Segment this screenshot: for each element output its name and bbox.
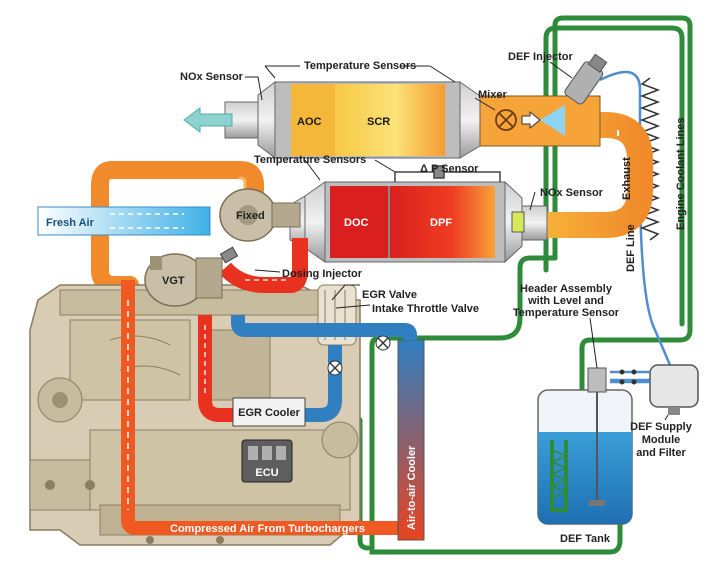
def-supply-module [610,364,699,415]
dosing-injector [219,246,239,264]
fresh-air-duct [37,206,211,236]
ecu-label: ECU [255,467,278,479]
clean-exhaust-arrow [183,107,233,133]
vgt-turbo [144,253,223,307]
def-supply-label-1: DEF Supply [630,421,693,433]
aoc-scr-canister [224,80,601,160]
fresh-air-label: Fresh Air [46,217,95,229]
temperature-sensors-top-label: Temperature Sensors [304,60,416,72]
compressed-air-pipe [91,161,264,294]
hot-exhaust-pipe [198,315,235,422]
engine-coolant-lines-label: Engine Coolant Lines [675,118,687,230]
dosing-injector-label: Dosing Injector [282,268,363,280]
def-supply-label-3: and Filter [636,447,686,459]
nox-sensor-mid-label: NOx Sensor [540,187,604,199]
egr-valve [327,360,343,376]
mixer-label: Mixer [478,89,507,101]
intake-air-pipe [231,315,417,340]
egr-valve-label: EGR Valve [362,289,417,301]
compressed-air-label: Compressed Air From Turbochargers [170,523,365,535]
def-spray [540,105,565,136]
mixer [495,109,517,131]
aoc-label: AOC [297,116,322,128]
temperature-sensors-mid-label: Temperature Sensors [254,154,366,166]
fixed-turbo [219,188,301,242]
doc-dpf-canister [289,180,548,264]
def-line-label: DEF Line [625,224,637,272]
egr-cooler [232,397,306,427]
egr-cooled-pipe [305,345,342,422]
def-tank [537,367,633,525]
intake-throttle-valve [375,335,391,351]
dp-sensor [394,165,501,182]
dpf-label: DPF [430,217,452,229]
fixed-label: Fixed [236,210,265,222]
ecu [241,439,293,483]
scr-label: SCR [367,116,390,128]
dp-sensor-label: Δ P Sensor [420,163,479,175]
exhaust-pipe [545,112,653,238]
air-to-air-cooler-label: Air-to-air Cooler [406,445,418,530]
def-injector-label: DEF Injector [508,51,574,63]
def-tank-label: DEF Tank [560,533,611,545]
header-assembly-label-2: with Level and [527,295,604,307]
nox-sensor-top-label: NOx Sensor [180,71,244,83]
doc-label: DOC [344,217,369,229]
def-spray-arrow [521,110,541,130]
egr-cooler-label: EGR Cooler [238,407,300,419]
turbo-to-doc-pipe [219,238,308,293]
header-assembly-label-3: Temperature Sensor [513,307,620,319]
intake-throttle-valve-label: Intake Throttle Valve [372,303,479,315]
leader-lines [245,61,669,421]
def-injector [564,53,608,105]
def-supply-label-2: Module [642,434,681,446]
vgt-label: VGT [162,275,185,287]
exhaust-label: Exhaust [621,157,633,200]
compressed-air-duct [121,280,400,535]
engine-coolant-lines [357,15,693,555]
header-assembly-label-1: Header Assembly [520,283,613,295]
